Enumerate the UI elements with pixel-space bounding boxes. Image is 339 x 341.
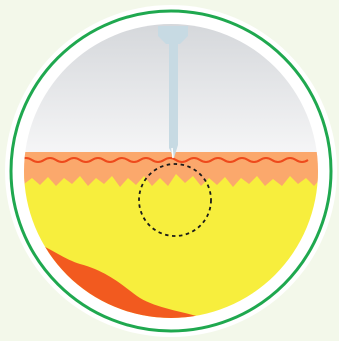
needle-tip [172,148,173,158]
needle-shaft [169,42,178,158]
